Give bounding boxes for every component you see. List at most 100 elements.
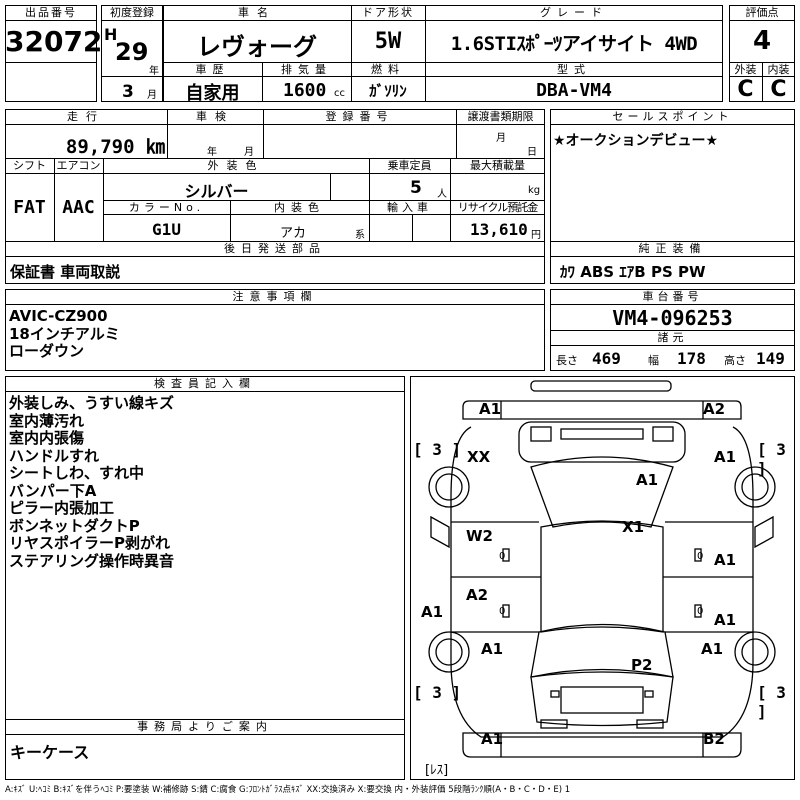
tire-rear-right: [ 3 ] — [757, 683, 786, 721]
score: 4 — [752, 26, 772, 56]
sales-point-label: セールスポイント — [612, 110, 733, 123]
equipment: ｶﾜ ABS ｴｱB PS PW — [560, 263, 706, 281]
aircon-label: エアコン — [56, 159, 101, 172]
notes-box — [5, 289, 545, 371]
inspector-label: 検査員記入欄 — [154, 377, 256, 390]
inspector-line: バンパー下A — [9, 481, 97, 500]
top-main-box — [163, 5, 723, 102]
inspection-label: 車検 — [196, 110, 234, 123]
first-reg-era: H — [104, 25, 118, 44]
interior-color: アカ — [280, 226, 307, 241]
equipment-label: 純正装備 — [638, 242, 707, 255]
mark-front-bumper-left: A1 — [479, 400, 502, 418]
chassis-label: 車台番号 — [642, 290, 703, 303]
inspector-line: ピラー内張加工 — [9, 499, 115, 517]
grade-label: グレード — [540, 6, 608, 19]
car-name: レヴォーグ — [197, 33, 317, 61]
office-note: キーケース — [10, 743, 90, 762]
int-score-label: 内装 — [767, 63, 790, 76]
transfer-day-unit: 日 — [527, 147, 537, 158]
mileage: 89,790 ㎞ — [65, 136, 165, 158]
inspector-line: シートしわ、すれ中 — [9, 464, 145, 482]
reg-number-label: 登録番号 — [325, 110, 394, 123]
inspection-month-unit: 月 — [244, 147, 254, 158]
sales-point: ★オークションデビュー★ — [553, 133, 719, 149]
grade: 1.6STIｽﾎﾟｰﾂアイサイト 4WD — [450, 33, 698, 55]
inspection-year-unit: 年 — [207, 147, 217, 158]
inspector-line: 室内薄汚れ — [9, 411, 85, 430]
car-diagram-box — [410, 376, 795, 780]
notes-line: AVIC-CZ900 — [9, 307, 108, 325]
mark-roof: X1 — [622, 518, 645, 536]
office-label: 事務局よりご案内 — [137, 720, 273, 733]
recycle-label: リサイクル預託金 — [457, 201, 538, 214]
displacement: 1600 — [283, 80, 327, 101]
history-label: 車歴 — [195, 63, 230, 76]
inspector-line: ハンドルすれ — [9, 446, 100, 465]
exterior-color: シルバー — [184, 182, 249, 201]
mark-hood: A1 — [636, 471, 659, 489]
inspector-line: 外装しみ、うすい線キズ — [9, 394, 175, 412]
small-mark-r2: 0 — [697, 606, 704, 617]
door-label: ドア形状 — [362, 6, 414, 19]
first-reg-year-unit: 年 — [149, 66, 159, 77]
tire-rear-left: [ 3 ] — [413, 683, 462, 702]
capacity: 5 — [410, 178, 422, 198]
model-code-label: 型式 — [557, 63, 591, 76]
small-mark-r1: 0 — [697, 551, 704, 562]
notes-line: ローダウン — [9, 342, 85, 360]
height: 149 — [756, 349, 785, 368]
notes-label: 注意事項欄 — [232, 290, 318, 303]
interior-color-label: 内装色 — [274, 201, 325, 214]
displacement-label: 排気量 — [281, 63, 332, 76]
specs-label: 諸元 — [657, 331, 688, 344]
height-label: 高さ — [724, 354, 746, 367]
inspector-line: ボンネットダクトP — [9, 516, 140, 535]
ext-score: C — [737, 77, 754, 102]
inspector-box — [5, 376, 405, 780]
first-reg-label: 初度登録 — [110, 6, 154, 19]
later-parts-label: 後日発送部品 — [224, 242, 326, 255]
small-mark-l1: 0 — [499, 551, 506, 562]
length-label: 長さ — [556, 354, 578, 367]
notes-list: AVIC-CZ900 18インチアルミ ローダウン — [9, 307, 120, 361]
history: 自家用 — [185, 83, 240, 104]
mark-front-door-left: W2 — [466, 527, 493, 545]
notes-line: 18インチアルミ — [9, 324, 120, 343]
lot-number: 32072 — [5, 25, 103, 58]
fuel: ｶﾞｿﾘﾝ — [369, 82, 407, 100]
color-no: G1U — [152, 220, 181, 239]
first-reg-month-unit: 月 — [147, 90, 157, 101]
first-reg-box — [101, 5, 163, 102]
car-name-label: 車名 — [238, 6, 276, 19]
mark-left-rocker: A1 — [421, 603, 444, 621]
mark-front-bumper-right: A2 — [703, 400, 726, 418]
int-score: C — [770, 77, 787, 102]
mark-front-fender-right: A1 — [714, 448, 737, 466]
mark-rear-bumper-right: B2 — [703, 730, 725, 748]
mark-rear-door-left: A2 — [466, 586, 489, 604]
mark-front-fender-left: XX — [467, 448, 491, 466]
inspector-line: 室内内張傷 — [9, 429, 85, 447]
interior-color-suffix: 系 — [355, 230, 365, 241]
import-label: 輸入車 — [387, 201, 432, 214]
inspector-line: リヤスポイラーP剥がれ — [9, 534, 170, 552]
model-code: DBA-VM4 — [536, 80, 612, 101]
mark-rear-fender-right: A1 — [701, 640, 724, 658]
aircon: AAC — [62, 197, 95, 218]
shift-label: シフト — [13, 159, 46, 172]
length: 469 — [592, 349, 621, 368]
recycle: 13,610 — [470, 220, 528, 239]
transfer-label: 譲渡書類期限 — [467, 110, 534, 123]
ext-score-label: 外装 — [734, 63, 757, 76]
max-load-label: 最大積載量 — [470, 159, 525, 172]
mark-trunk: P2 — [631, 656, 653, 674]
max-load-unit: kg — [528, 185, 541, 196]
inspector-list: 外装しみ、うすい線キズ 室内薄汚れ 室内内張傷 ハンドルすれ シートしわ、すれ中… — [9, 394, 175, 570]
lot-box — [5, 5, 97, 102]
tire-front-right: [ 3 ] — [757, 440, 786, 478]
first-reg-year: 29 — [115, 38, 149, 66]
mileage-label: 走行 — [67, 110, 105, 123]
recycle-unit: 円 — [531, 230, 541, 241]
chassis-number: VM4-096253 — [612, 306, 733, 330]
